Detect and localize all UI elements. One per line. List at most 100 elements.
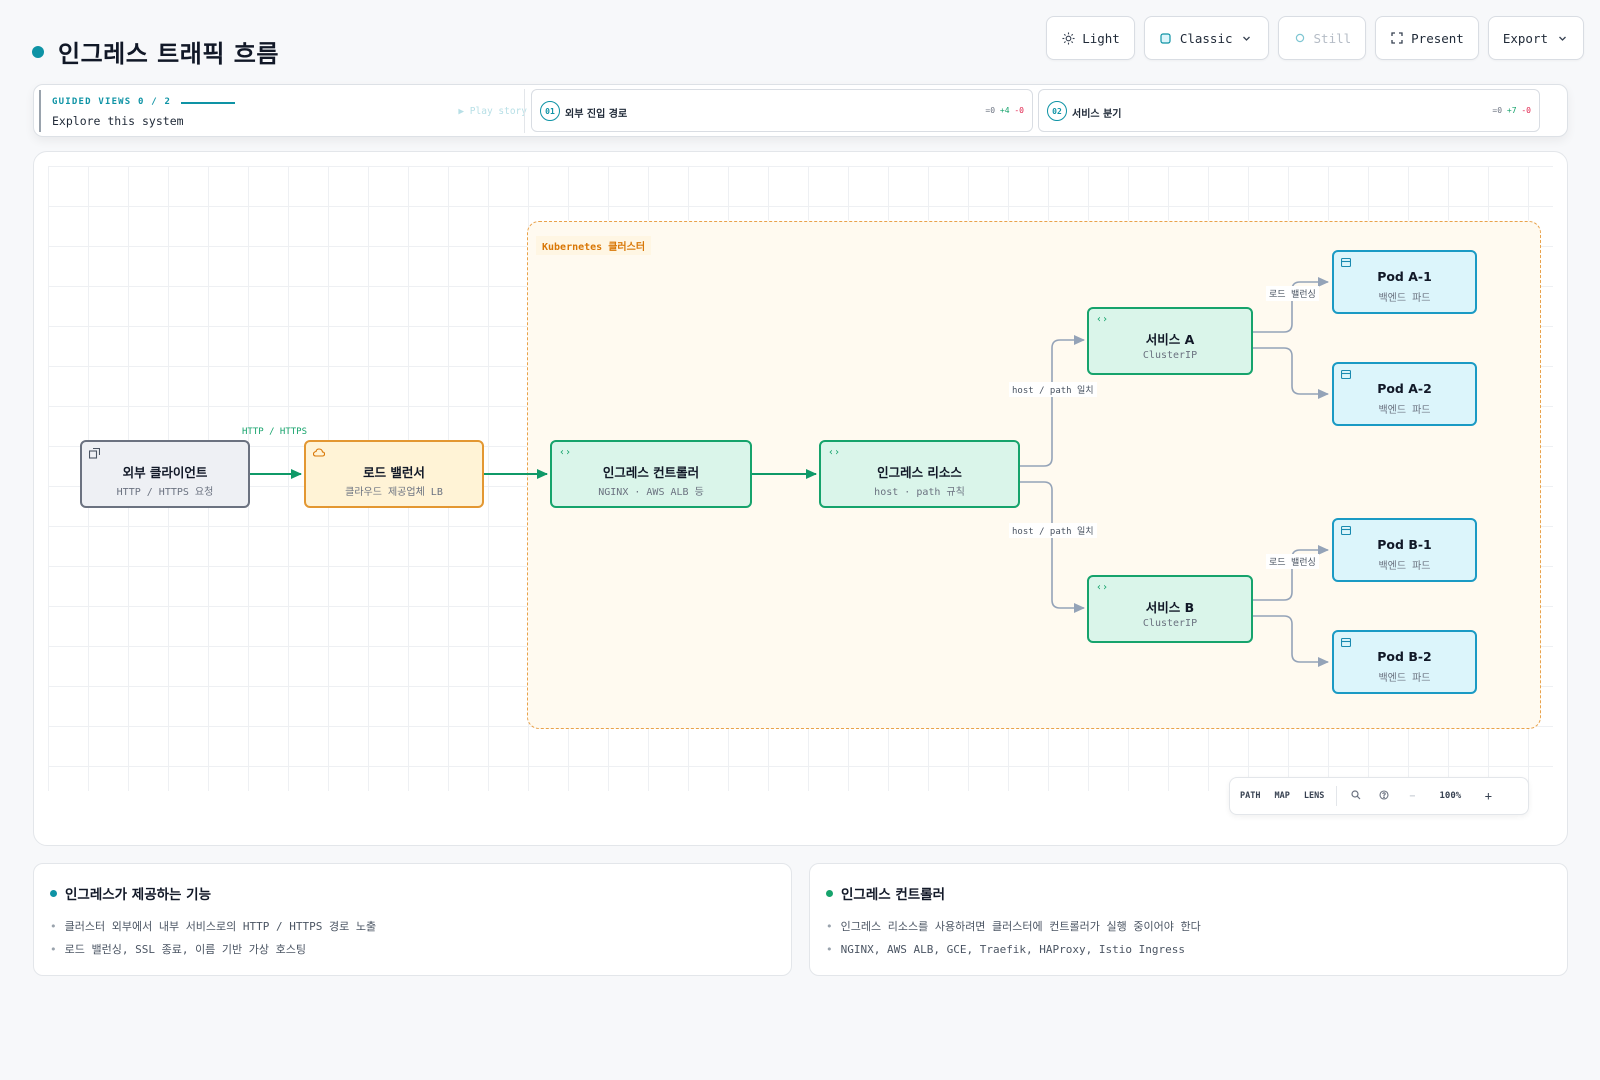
node-subtitle: host · path 규칙	[874, 487, 965, 498]
step-number: 01	[540, 101, 560, 121]
card-header: 인그레스가 제공하는 기능	[50, 883, 211, 903]
map-mode-button[interactable]: MAP	[1274, 791, 1290, 801]
card-title: 인그레스 컨트롤러	[841, 887, 946, 903]
node-external-client[interactable]: 외부 클라이언트 HTTP / HTTPS 요청	[80, 440, 250, 508]
cluster-label: Kubernetes 클러스터	[536, 236, 652, 255]
square-icon	[1159, 31, 1173, 45]
guided-step-1[interactable]: 01 외부 진입 경로 =0 +4 -0	[531, 89, 1033, 132]
sun-icon	[1061, 31, 1075, 45]
guided-views-label: GUIDED VIEWS 0 / 2	[52, 97, 172, 107]
guided-views-progress	[181, 102, 235, 104]
card-dot	[826, 889, 833, 897]
code-icon: ‹›	[828, 447, 841, 458]
node-ingress-controller[interactable]: ‹› 인그레스 컨트롤러 NGINX · AWS ALB 등	[550, 440, 752, 508]
window-icon	[88, 447, 101, 462]
path-mode-button[interactable]: PATH	[1240, 791, 1261, 801]
step-label: 서비스 분기	[1072, 109, 1122, 120]
guided-views-bar: GUIDED VIEWS 0 / 2 Explore this system ▶…	[33, 84, 1568, 137]
info-card-controller: 인그레스 컨트롤러 인그레스 리소스를 사용하려면 클러스터에 컨트롤러가 실행…	[809, 863, 1568, 976]
card-list: 인그레스 리소스를 사용하려면 클러스터에 컨트롤러가 실행 중이어야 한다 N…	[826, 915, 1201, 961]
step-number: 02	[1047, 101, 1067, 121]
node-subtitle: 백엔드 파드	[1378, 561, 1431, 572]
lens-mode-button[interactable]: LENS	[1303, 791, 1325, 801]
edge-service-b-pod-b2	[1253, 615, 1329, 667]
node-title: 인그레스 리소스	[877, 465, 962, 480]
node-subtitle: ClusterIP	[1142, 350, 1198, 361]
code-icon: ‹›	[1096, 582, 1109, 593]
export-label: Export	[1502, 30, 1548, 46]
node-title: Pod B-2	[1377, 649, 1432, 664]
diagram-canvas[interactable]: Kubernetes 클러스터 HTTP / HTTPS host / path…	[33, 151, 1568, 846]
edge-label-http: HTTP / HTTPS	[242, 427, 308, 437]
export-button[interactable]: Export	[1487, 16, 1584, 60]
node-subtitle: HTTP / HTTPS 요청	[116, 487, 214, 498]
edge-resource-service-a	[1020, 335, 1085, 467]
node-subtitle: 백엔드 파드	[1378, 405, 1431, 416]
node-title: 인그레스 컨트롤러	[602, 465, 700, 480]
present-label: Present	[1411, 30, 1464, 46]
card-title: 인그레스가 제공하는 기능	[65, 887, 212, 903]
style-label: Classic	[1179, 30, 1233, 46]
edge-label-host-path-b: host / path 일치	[1009, 523, 1097, 538]
node-subtitle: NGINX · AWS ALB 등	[598, 487, 704, 498]
code-icon: ‹›	[559, 447, 572, 458]
node-subtitle: 백엔드 파드	[1378, 673, 1431, 684]
node-title: Pod A-1	[1377, 269, 1432, 284]
expand-icon	[1390, 31, 1404, 45]
chevron-down-icon	[1240, 31, 1254, 45]
edges-layer	[250, 277, 1329, 667]
node-title: Pod B-1	[1377, 537, 1432, 552]
edge-service-a-pod-a1	[1253, 277, 1329, 333]
zoom-in-button[interactable]: +	[1484, 789, 1492, 803]
list-item: 인그레스 리소스를 사용하려면 클러스터에 컨트롤러가 실행 중이어야 한다	[826, 915, 1201, 938]
node-pod-b2[interactable]: Pod B-2 백엔드 파드	[1332, 630, 1477, 694]
info-card-features: 인그레스가 제공하는 기능 클러스터 외부에서 내부 서비스로의 HTTP / …	[33, 863, 792, 976]
divider	[1336, 786, 1338, 806]
step-delta: =0 +4 -0	[985, 106, 1024, 115]
node-pod-b1[interactable]: Pod B-1 백엔드 파드	[1332, 518, 1477, 582]
divider	[524, 89, 525, 133]
list-item: 로드 밸런싱, SSL 종료, 이름 기반 가상 호스팅	[50, 938, 376, 961]
present-button[interactable]: Present	[1375, 16, 1479, 60]
view-controls: PATH MAP LENS − 100% +	[1229, 777, 1529, 815]
guided-views-explore: Explore this system	[52, 114, 184, 128]
cloud-icon	[312, 448, 326, 460]
node-title: 로드 밸런서	[363, 465, 425, 480]
toolbar: Light Classic Still Present Export	[1046, 16, 1584, 60]
page-title: 인그레스 트래픽 흐름	[58, 40, 279, 68]
node-service-b[interactable]: ‹› 서비스 B ClusterIP	[1087, 575, 1253, 643]
card-header: 인그레스 컨트롤러	[826, 883, 945, 903]
edge-service-b-pod-b1	[1253, 545, 1329, 601]
node-subtitle: 백엔드 파드	[1378, 293, 1431, 304]
search-icon[interactable]	[1342, 789, 1370, 803]
code-icon: ‹›	[1096, 314, 1109, 325]
help-icon[interactable]	[1370, 789, 1398, 803]
node-subtitle: 클라우드 제공업체 LB	[345, 487, 443, 498]
node-load-balancer[interactable]: 로드 밸런서 클라우드 제공업체 LB	[304, 440, 484, 508]
node-ingress-resource[interactable]: ‹› 인그레스 리소스 host · path 규칙	[819, 440, 1020, 508]
node-service-a[interactable]: ‹› 서비스 A ClusterIP	[1087, 307, 1253, 375]
node-pod-a2[interactable]: Pod A-2 백엔드 파드	[1332, 362, 1477, 426]
server-icon	[1340, 637, 1352, 650]
circle-icon	[1293, 31, 1307, 45]
title-dot	[32, 45, 44, 58]
card-dot	[50, 889, 57, 897]
edge-resource-service-b	[1020, 481, 1085, 613]
node-subtitle: ClusterIP	[1142, 618, 1198, 629]
node-pod-a1[interactable]: Pod A-1 백엔드 파드	[1332, 250, 1477, 314]
node-title: 외부 클라이언트	[122, 465, 208, 480]
theme-label: Light	[1082, 30, 1120, 46]
motion-label: Still	[1313, 30, 1352, 46]
step-delta: =0 +7 -0	[1492, 106, 1531, 115]
card-list: 클러스터 외부에서 내부 서비스로의 HTTP / HTTPS 경로 노출 로드…	[50, 915, 377, 961]
zoom-out-button[interactable]: −	[1409, 790, 1416, 802]
theme-button[interactable]: Light	[1046, 16, 1135, 60]
edge-label-host-path-a: host / path 일치	[1009, 382, 1097, 397]
page-header: 인그레스 트래픽 흐름	[32, 34, 279, 69]
edge-label-load-balancing-a: 로드 밸런싱	[1266, 286, 1319, 301]
step-label: 외부 진입 경로	[565, 109, 628, 120]
style-button[interactable]: Classic	[1143, 16, 1269, 60]
guided-step-2[interactable]: 02 서비스 분기 =0 +7 -0	[1038, 89, 1540, 132]
motion-button[interactable]: Still	[1277, 16, 1367, 60]
play-story-button[interactable]: ▶ Play story	[458, 106, 527, 117]
